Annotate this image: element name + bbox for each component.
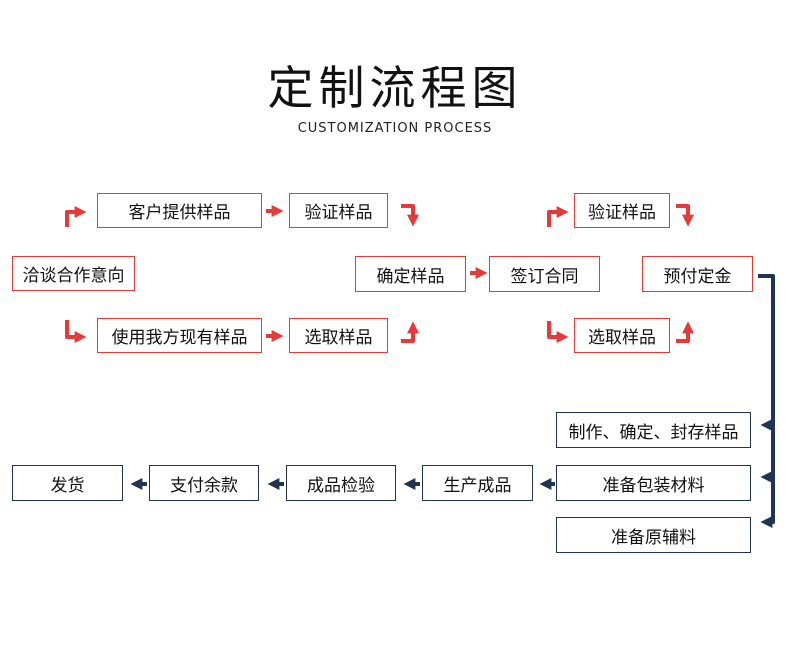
step-deposit: 预付定金 (642, 256, 753, 292)
step-select-sample: 选取样品 (289, 318, 388, 353)
step-verify-sample: 验证样品 (289, 193, 388, 228)
arrow-negotiate-to-existing-sample (65, 320, 87, 343)
step-select-sample-2: 选取样品 (574, 318, 670, 353)
step-existing-sample: 使用我方现有样品 (97, 318, 262, 353)
step-negotiate: 洽谈合作意向 (12, 256, 135, 291)
arrow-negotiate-to-customer-sample (65, 206, 87, 227)
step-sign-contract: 签订合同 (489, 256, 600, 292)
step-prepare-packaging: 准备包装材料 (556, 465, 751, 501)
step-confirm-sample: 确定样品 (355, 256, 466, 292)
step-make-confirm-seal: 制作、确定、封存样品 (556, 412, 751, 448)
step-ship: 发货 (12, 465, 123, 501)
page-title: 定制流程图 (267, 61, 523, 115)
arrow-contract-to-verify-2 (547, 206, 569, 227)
page-subtitle: CUSTOMIZATION PROCESS (297, 121, 493, 136)
step-customer-sample: 客户提供样品 (97, 193, 262, 228)
arrow-select-to-confirm (401, 321, 419, 343)
step-pay-balance: 支付余款 (149, 465, 259, 501)
arrow-verify2-to-deposit (676, 204, 694, 227)
arrow-verify-to-confirm (401, 204, 419, 227)
step-prepare-raw: 准备原辅料 (556, 517, 751, 553)
arrow-contract-to-select-2 (547, 321, 569, 343)
arrow-deposit-bracket (758, 274, 775, 528)
step-produce: 生产成品 (422, 465, 533, 501)
arrow-select2-to-deposit (676, 321, 694, 343)
step-verify-sample-2: 验证样品 (574, 193, 670, 228)
step-inspect: 成品检验 (286, 465, 396, 501)
